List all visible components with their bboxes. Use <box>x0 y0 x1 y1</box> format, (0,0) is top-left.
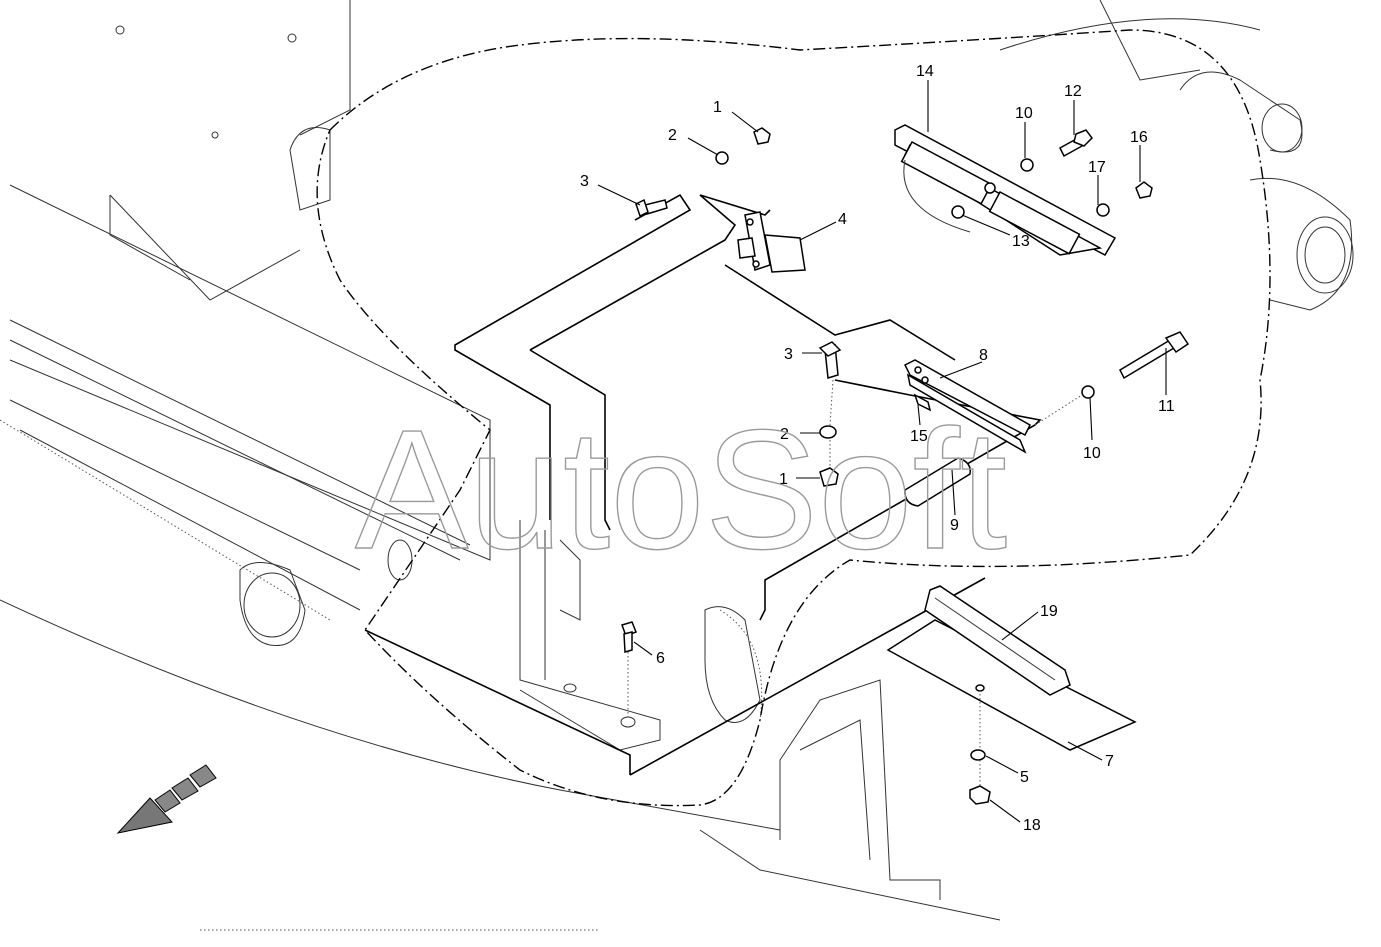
callout-14: 14 <box>916 63 934 80</box>
callout-10-top: 10 <box>1015 105 1033 122</box>
part-9-sleeve <box>904 457 971 507</box>
part-8-rail <box>903 359 1031 454</box>
callout-15: 15 <box>910 428 928 445</box>
background-frame <box>0 0 1354 931</box>
callout-10-middle: 10 <box>1083 445 1101 462</box>
hardware-top-right <box>1020 129 1153 217</box>
callout-6: 6 <box>656 650 665 667</box>
callout-7: 7 <box>1105 753 1114 770</box>
assembly-dot-lines <box>627 379 1083 785</box>
callout-labels: 1 2 3 4 14 10 12 16 17 13 3 8 11 2 15 10… <box>580 63 1175 834</box>
hardware-middle <box>818 341 842 487</box>
part-4-sensor <box>737 211 806 273</box>
part-11-bolt <box>1081 331 1190 399</box>
callout-5: 5 <box>1020 769 1029 786</box>
callout-8: 8 <box>979 347 988 364</box>
callout-3-top: 3 <box>580 173 589 190</box>
leader-lines <box>597 80 1167 823</box>
callout-2-top: 2 <box>668 127 677 144</box>
callout-19: 19 <box>1040 603 1058 620</box>
part-14-plate <box>894 124 1117 256</box>
hardware-top-left <box>635 127 771 218</box>
callout-2-middle: 2 <box>780 426 789 443</box>
callout-18: 18 <box>1023 817 1041 834</box>
callout-4: 4 <box>838 211 847 228</box>
part-7-19-plates <box>886 585 1137 751</box>
callout-3-middle: 3 <box>784 346 793 363</box>
callout-16: 16 <box>1130 129 1148 146</box>
watermark-text: AutoSoft <box>355 395 1007 585</box>
direction-arrow-icon <box>116 764 217 834</box>
callout-9: 9 <box>950 517 959 534</box>
callout-1-top: 1 <box>713 99 722 116</box>
callout-1-middle: 1 <box>779 471 788 488</box>
callout-11: 11 <box>1158 398 1175 415</box>
hardware-bottom <box>969 749 991 805</box>
part-6-screw <box>621 621 637 653</box>
detail-boundary <box>316 29 1271 807</box>
callout-17: 17 <box>1088 159 1106 176</box>
callout-13: 13 <box>1012 233 1030 250</box>
callout-12: 12 <box>1064 83 1082 100</box>
